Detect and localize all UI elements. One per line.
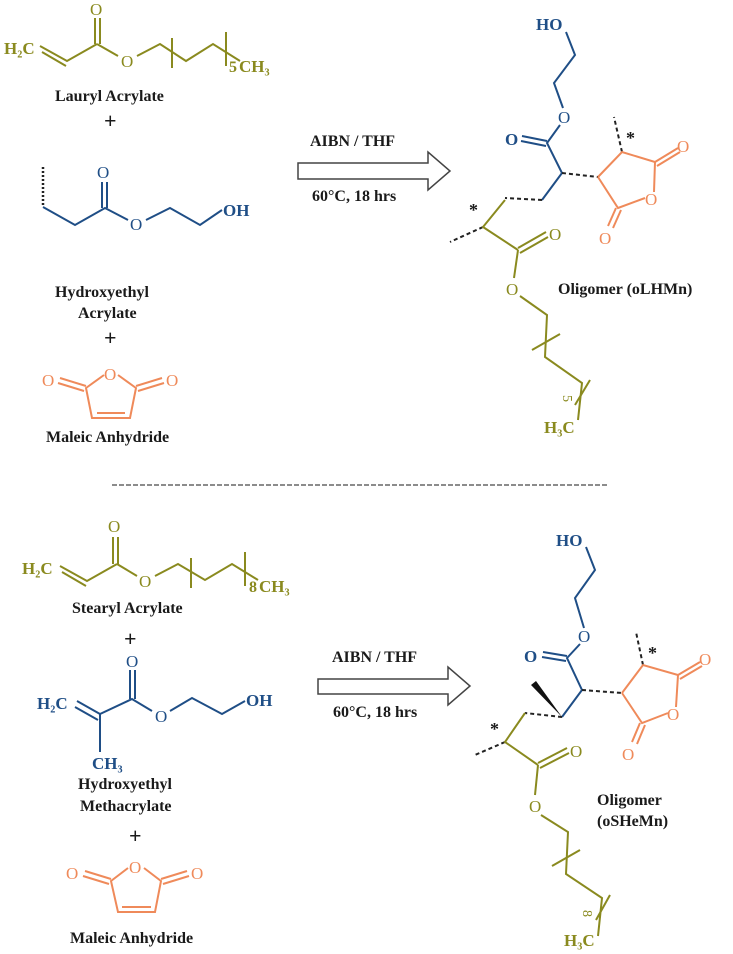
- stearyl-acrylate-structure: H₂C O O 8 CH₃: [22, 517, 290, 596]
- hydroxyethyl-label-line2: Acrylate: [78, 305, 137, 322]
- right-o-atom: O: [166, 371, 178, 390]
- maleic-anhydride-label: Maleic Anhydride: [70, 930, 193, 947]
- oligomer-oshemn-label-line1: Oligomer: [597, 792, 662, 809]
- h2c-atom: H₂C: [22, 559, 53, 578]
- repeat-count: 8: [249, 579, 257, 596]
- arrow-icon: [297, 150, 452, 192]
- arrow-conditions: 60°C, 18 hrs: [333, 704, 417, 721]
- chain-end-star: *: [626, 128, 635, 148]
- maleic-anhydride-structure: O O O: [66, 858, 203, 913]
- carbonyl-o-atom: O: [90, 0, 102, 19]
- maleic-anhydride-structure: O O O: [42, 365, 178, 419]
- h3c-atom: H₃C: [544, 418, 575, 437]
- plus-sign: +: [129, 823, 142, 848]
- ch3-atom: CH₃: [239, 57, 270, 76]
- ring-carbonyl-o-atom: O: [622, 745, 634, 764]
- ring-o-atom: O: [129, 858, 141, 877]
- carbonyl-o-atom: O: [108, 517, 120, 536]
- h3c-atom: H₃C: [564, 931, 595, 950]
- ester-o-atom: O: [139, 572, 151, 591]
- ring-o-atom: O: [667, 705, 679, 724]
- chain-end-star: *: [490, 719, 499, 739]
- ring-o-atom: O: [645, 190, 657, 209]
- left-o-atom: O: [42, 371, 54, 390]
- plus-sign: +: [104, 325, 117, 350]
- ester-o-atom: O: [558, 108, 570, 127]
- repeat-count: 8: [579, 910, 594, 917]
- arrow-icon: [317, 665, 472, 707]
- carbonyl-o-atom: O: [570, 742, 582, 761]
- stearyl-acrylate-label: Stearyl Acrylate: [72, 600, 183, 617]
- ester-o-atom: O: [155, 707, 167, 726]
- arrow-reagents: AIBN / THF: [332, 649, 417, 666]
- ho-atom: HO: [556, 531, 582, 550]
- oh-atom: OH: [223, 201, 249, 220]
- ring-carbonyl-o-atom: O: [599, 229, 611, 248]
- ester-o-atom: O: [578, 627, 590, 646]
- ester-o-atom: O: [130, 215, 142, 234]
- hydroxyethyl-label-line1: Hydroxyethyl: [78, 776, 172, 793]
- carbonyl-o-atom: O: [524, 647, 537, 666]
- ester-o-atom: O: [529, 797, 541, 816]
- oligomer-oshemn-label-line2: (oSHeMn): [597, 813, 668, 830]
- oligomer-oshemn-structure: HO O O * * O O O O O: [474, 531, 711, 950]
- carbonyl-o-atom: O: [126, 652, 138, 671]
- h2c-atom: H₂C: [4, 39, 35, 58]
- ring-carbonyl-o-atom: O: [699, 650, 711, 669]
- scheme-2: H₂C O O 8 CH₃ Stearyl Acrylate + H₂C O O…: [22, 517, 711, 950]
- chain-end-star: *: [648, 643, 657, 663]
- h2c-atom: H₂C: [37, 694, 68, 713]
- ch3-atom: CH₃: [259, 577, 290, 596]
- ester-o-atom: O: [506, 280, 518, 299]
- carbonyl-o-atom: O: [549, 225, 561, 244]
- arrow-conditions: 60°C, 18 hrs: [312, 188, 396, 205]
- reaction-arrow: AIBN / THF 60°C, 18 hrs: [297, 133, 452, 205]
- lauryl-acrylate-structure: H₂C O O 5 CH₃: [4, 0, 270, 76]
- maleic-anhydride-label: Maleic Anhydride: [46, 429, 169, 446]
- lauryl-acrylate-label: Lauryl Acrylate: [55, 88, 164, 105]
- plus-sign: +: [124, 626, 137, 651]
- hydroxyethyl-acrylate-structure: O O OH: [41, 163, 249, 234]
- ring-carbonyl-o-atom: O: [677, 137, 689, 156]
- chain-end-star: *: [469, 200, 478, 220]
- oligomer-olhmn-structure: HO O O * * O O O: [449, 15, 689, 437]
- hydroxyethyl-methacrylate-structure: H₂C O O OH CH₃: [37, 652, 272, 773]
- wedge-bond: [531, 681, 562, 717]
- scheme-1: H₂C O O 5 CH₃ Lauryl Acrylate + O O OH H…: [4, 0, 692, 446]
- ch3-atom: CH₃: [92, 754, 123, 773]
- hydroxyethyl-label-line1: Hydroxyethyl: [55, 284, 149, 301]
- carbonyl-o-atom: O: [97, 163, 109, 182]
- oligomer-olhmn-label: Oligomer (oLHMn): [558, 281, 692, 298]
- ester-o-atom: O: [121, 52, 133, 71]
- hydroxyethyl-label-line2: Methacrylate: [80, 798, 172, 815]
- right-o-atom: O: [191, 864, 203, 883]
- ho-atom: HO: [536, 15, 562, 34]
- repeat-count: 5: [559, 395, 574, 402]
- left-o-atom: O: [66, 864, 78, 883]
- oh-atom: OH: [246, 691, 272, 710]
- plus-sign: +: [104, 108, 117, 133]
- carbonyl-o-atom: O: [505, 130, 518, 149]
- ring-o-atom: O: [104, 365, 116, 384]
- reaction-arrow: AIBN / THF 60°C, 18 hrs: [317, 649, 472, 721]
- repeat-count: 5: [229, 59, 237, 76]
- arrow-reagents: AIBN / THF: [310, 133, 395, 150]
